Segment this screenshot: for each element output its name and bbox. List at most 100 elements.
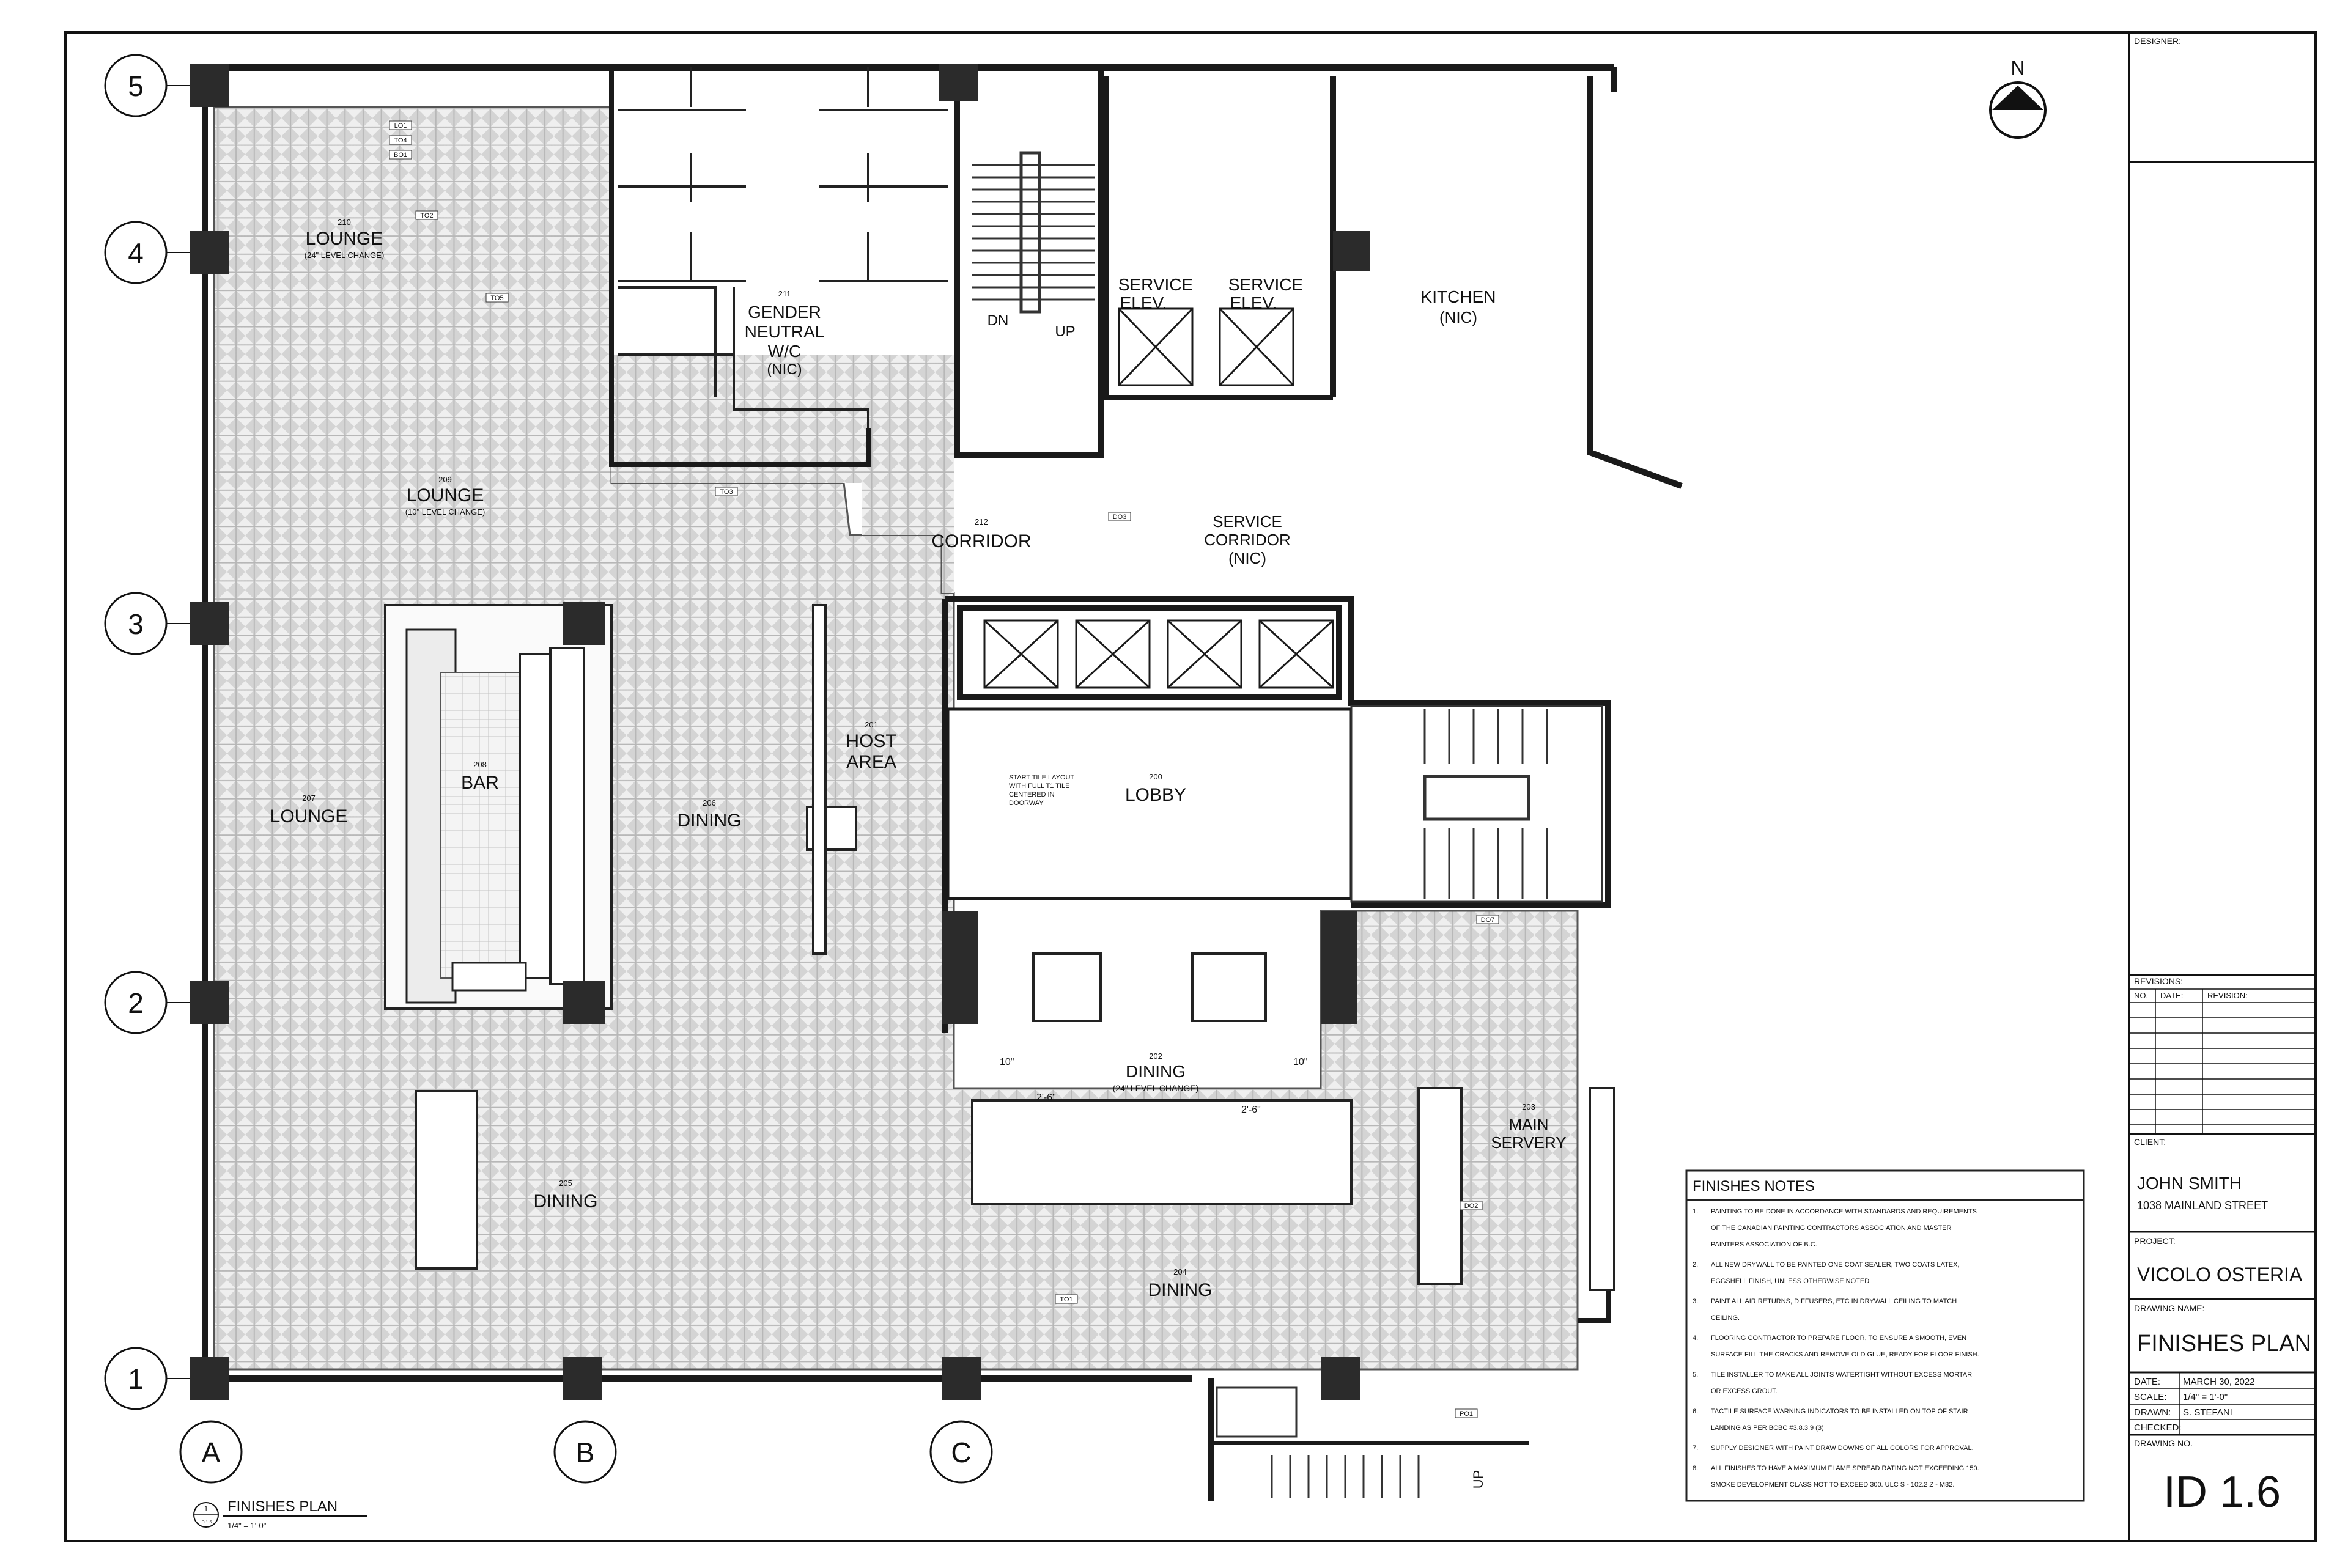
finish-tag-po1: PO1 bbox=[1460, 1410, 1473, 1418]
room-number: 203 bbox=[1522, 1102, 1535, 1111]
client-name: JOHN SMITH bbox=[2137, 1174, 2242, 1193]
note-number: 5. bbox=[1693, 1371, 1698, 1378]
checked-label: CHECKED: bbox=[2134, 1423, 2182, 1433]
room-name: BAR bbox=[461, 773, 499, 793]
note-line: FLOORING CONTRACTOR TO PREPARE FLOOR, TO… bbox=[1711, 1334, 1966, 1342]
note-number: 1. bbox=[1693, 1208, 1698, 1215]
note-number: 4. bbox=[1693, 1334, 1698, 1342]
room-name: GENDER bbox=[748, 303, 821, 322]
note-number: 6. bbox=[1693, 1408, 1698, 1415]
grid-col-c: C bbox=[951, 1437, 971, 1468]
stair-dn-label: DN bbox=[988, 312, 1009, 329]
note-line: OF THE CANADIAN PAINTING CONTRACTORS ASS… bbox=[1711, 1224, 1951, 1232]
note-number: 3. bbox=[1693, 1298, 1698, 1305]
date-value: MARCH 30, 2022 bbox=[2183, 1377, 2255, 1387]
dimension-2-6-west: 2'-6" bbox=[1036, 1092, 1056, 1103]
note-number: 7. bbox=[1693, 1445, 1698, 1452]
room-note: (10" LEVEL CHANGE) bbox=[405, 507, 485, 517]
floor-finish-area bbox=[213, 106, 1579, 1371]
note-line: PAINTERS ASSOCIATION OF B.C. bbox=[1711, 1241, 1817, 1248]
room-number: 211 bbox=[778, 289, 791, 298]
stair-up-label: UP bbox=[1055, 323, 1075, 340]
tile-note-line: START TILE LAYOUT bbox=[1009, 774, 1074, 781]
rev-col-no: NO. bbox=[2134, 991, 2148, 1000]
finish-tag-to5: TO5 bbox=[490, 295, 503, 302]
service-corridor-label: SERVICE bbox=[1213, 512, 1282, 531]
note-line: EGGSHELL FINISH, UNLESS OTHERWISE NOTED bbox=[1711, 1278, 1869, 1285]
room-number: 205 bbox=[559, 1179, 572, 1188]
room-number: 201 bbox=[865, 720, 878, 729]
note-line: SUPPLY DESIGNER WITH PAINT DRAW DOWNS OF… bbox=[1711, 1445, 1974, 1452]
note-number: 8. bbox=[1693, 1465, 1698, 1472]
room-number: 208 bbox=[473, 760, 487, 769]
tile-note-line: DOORWAY bbox=[1009, 800, 1044, 807]
washroom-partitions bbox=[618, 67, 948, 428]
room-labels: 210 LOUNGE (24" LEVEL CHANGE) 211 GENDER… bbox=[270, 218, 1567, 1300]
room-name: DINING bbox=[1148, 1280, 1213, 1300]
service-elev-1-label: SERVICE bbox=[1118, 275, 1193, 294]
finish-tags: LO1 TO4 BO1 TO2 TO5 TO3 PO1 DO3 DO7 DO2 … bbox=[389, 120, 1499, 1418]
finish-tag-to4: TO4 bbox=[394, 137, 407, 144]
room-name-line2: AREA bbox=[846, 752, 896, 772]
note-line: SMOKE DEVELOPMENT CLASS NOT TO EXCEED 30… bbox=[1711, 1481, 1954, 1489]
grid-row-2: 2 bbox=[128, 987, 144, 1019]
room-number: 200 bbox=[1149, 772, 1162, 781]
room-name: DINING bbox=[677, 811, 742, 831]
room-name-line2: SERVERY bbox=[1491, 1133, 1566, 1152]
note-line: PAINTING TO BE DONE IN ACCORDANCE WITH S… bbox=[1711, 1208, 1977, 1215]
drawing-name-label: DRAWING NAME: bbox=[2134, 1303, 2204, 1313]
finishes-notes-heading: FINISHES NOTES bbox=[1693, 1178, 1815, 1194]
grid-row-1: 1 bbox=[128, 1363, 144, 1395]
project-name: VICOLO OSTERIA bbox=[2137, 1264, 2303, 1286]
rev-col-revision: REVISION: bbox=[2207, 991, 2248, 1000]
bar-area bbox=[384, 604, 613, 1010]
room-note: (NIC) bbox=[767, 361, 802, 378]
title-block: DESIGNER: REVISIONS: NO. DATE: REVISION:… bbox=[2129, 36, 2316, 1517]
kitchen-label: KITCHEN bbox=[1421, 287, 1496, 306]
elevator-shafts bbox=[957, 307, 1342, 700]
drawing-name: FINISHES PLAN bbox=[2137, 1331, 2311, 1356]
stair-up-label-south: UP bbox=[1471, 1470, 1486, 1489]
drawn-label: DRAWN: bbox=[2134, 1407, 2171, 1418]
room-number: 207 bbox=[302, 793, 316, 803]
room-number: 206 bbox=[703, 798, 716, 808]
drawing-title-sheet: ID 1.6 bbox=[201, 1520, 212, 1525]
tile-note-line: CENTERED IN bbox=[1009, 791, 1055, 798]
drawing-title-text: FINISHES PLAN bbox=[227, 1498, 338, 1515]
finish-tag-to3: TO3 bbox=[720, 488, 733, 496]
finish-tag-bo1: BO1 bbox=[394, 152, 407, 159]
north-arrow: N bbox=[1989, 57, 2047, 139]
scale-value: 1/4" = 1'-0" bbox=[2183, 1392, 2228, 1402]
room-number: 202 bbox=[1149, 1051, 1162, 1061]
grid-row-5: 5 bbox=[128, 70, 144, 102]
grid-row-3: 3 bbox=[128, 608, 144, 640]
grid-row-4: 4 bbox=[128, 237, 144, 269]
stair-east bbox=[1350, 705, 1603, 903]
drawing-no-label: DRAWING NO. bbox=[2134, 1438, 2193, 1448]
room-note: (24" LEVEL CHANGE) bbox=[1113, 1083, 1199, 1093]
grid-col-b: B bbox=[576, 1437, 595, 1468]
revisions-label: REVISIONS: bbox=[2134, 976, 2183, 986]
area-labels: SERVICE ELEV. SERVICE ELEV. KITCHEN (NIC… bbox=[988, 275, 1496, 1489]
scale-label: SCALE: bbox=[2134, 1392, 2166, 1402]
drawing-number: ID 1.6 bbox=[2163, 1468, 2281, 1517]
finish-tag-do7: DO7 bbox=[1481, 916, 1495, 924]
structural-columns bbox=[190, 64, 1370, 1400]
grid-col-bubbles: A B C bbox=[179, 1420, 993, 1484]
room-number: 204 bbox=[1173, 1267, 1187, 1276]
dimensions: 10" 10" 2'-6" 2'-6" bbox=[1000, 1057, 1307, 1115]
service-elev-2-label-b: ELEV. bbox=[1230, 293, 1277, 312]
note-line: TILE INSTALLER TO MAKE ALL JOINTS WATERT… bbox=[1711, 1371, 1972, 1378]
finishes-notes: FINISHES NOTES 1. PAINTING TO BE DONE IN… bbox=[1685, 1169, 2085, 1502]
finish-tag-to2: TO2 bbox=[420, 212, 433, 219]
tile-layout-note: START TILE LAYOUT WITH FULL T1 TILE CENT… bbox=[1009, 774, 1074, 807]
room-name: HOST bbox=[846, 731, 896, 751]
sheet-border bbox=[64, 31, 2317, 1542]
exterior-walls bbox=[202, 64, 1683, 1501]
grid-row-bubbles: 5 4 3 2 1 bbox=[104, 54, 190, 1410]
note-line: CEILING. bbox=[1711, 1314, 1740, 1322]
note-line: PAINT ALL AIR RETURNS, DIFFUSERS, ETC IN… bbox=[1711, 1298, 1957, 1305]
note-line: ALL FINISHES TO HAVE A MAXIMUM FLAME SPR… bbox=[1711, 1465, 1979, 1472]
note-line: LANDING AS PER BCBC #3.8.3.9 (3) bbox=[1711, 1424, 1824, 1432]
note-line: TACTILE SURFACE WARNING INDICATORS TO BE… bbox=[1711, 1408, 1968, 1415]
